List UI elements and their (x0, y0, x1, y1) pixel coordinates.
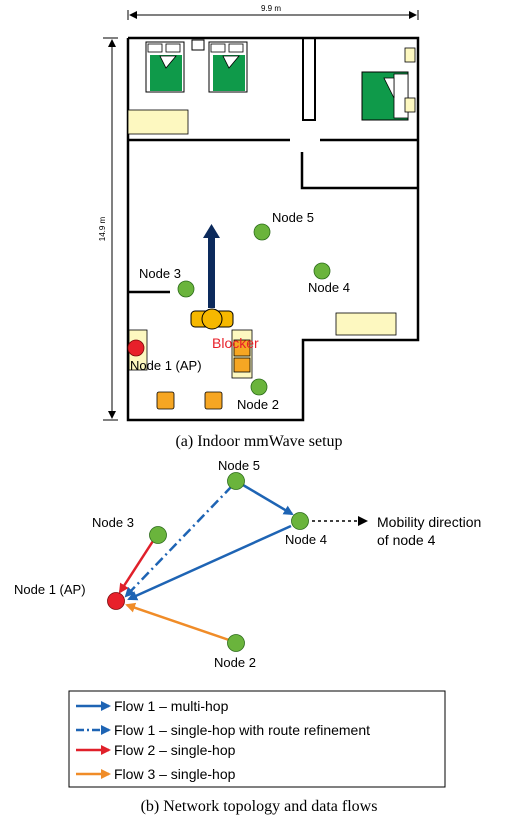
floorplan: 9.9 m 14.9 m (98, 4, 420, 450)
topo-node-2-marker (227, 634, 245, 652)
legend-flow3-label: Flow 3 – single-hop (114, 766, 236, 782)
height-dimension: 14.9 m (98, 37, 118, 421)
floor-node-5-label: Node 5 (272, 210, 314, 225)
floor-node-1-ap-marker (127, 339, 145, 357)
table-right (335, 312, 397, 336)
bed-middle (208, 41, 248, 93)
flow1-hop-4-to-1 (127, 524, 292, 601)
chair-left (156, 391, 175, 410)
topo-node-1-ap-marker (107, 592, 125, 610)
bed-left (145, 41, 185, 93)
floorplan-caption: (a) Indoor mmWave setup (175, 433, 342, 450)
topo-node-5-label: Node 5 (218, 458, 260, 473)
floor-node-3-marker (177, 280, 195, 298)
floor-node-2-marker (250, 378, 268, 396)
legend-flow1-multi-label: Flow 1 – multi-hop (114, 698, 229, 714)
width-dimension: 9.9 m (127, 4, 419, 20)
chair-right (204, 391, 223, 410)
blocker-label: Blocker (212, 335, 259, 351)
legend-flow1-single-label: Flow 1 – single-hop with route refinemen… (114, 722, 370, 738)
blocker-mobility-arrow (203, 224, 220, 308)
floor-node-3-label: Node 3 (139, 266, 181, 281)
topo-node-4-label: Node 4 (285, 532, 327, 547)
floor-node-4-marker (313, 262, 331, 280)
mobility-label-line1: Mobility direction (377, 514, 481, 530)
flow2-link (118, 540, 155, 594)
desk-bedroom (127, 109, 189, 135)
topo-node-1-label: Node 1 (AP) (14, 582, 86, 597)
floor-node-1-label: Node 1 (AP) (130, 358, 202, 373)
legend-flow2-label: Flow 2 – single-hop (114, 742, 236, 758)
walls (126, 36, 420, 422)
legend: Flow 1 – multi-hop Flow 1 – single-hop w… (68, 690, 446, 788)
topo-node-3-marker (149, 526, 167, 544)
nightstand-middle (191, 39, 205, 51)
legend-box (68, 690, 446, 788)
width-label: 9.9 m (261, 4, 281, 13)
flow1-single-hop-link (124, 485, 233, 598)
mobility-label-line2: of node 4 (377, 532, 436, 548)
counter (231, 329, 253, 379)
topology: Node 5 Node 3 Node 4 Node 1 (AP) Node 2 … (14, 458, 481, 670)
topo-node-2-label: Node 2 (214, 655, 256, 670)
bed-right (361, 47, 416, 121)
topo-node-3-label: Node 3 (92, 515, 134, 530)
floor-node-2-label: Node 2 (237, 397, 279, 412)
floor-node-4-label: Node 4 (308, 280, 350, 295)
floor-node-5-marker (253, 223, 271, 241)
flow1-hop-5-to-4 (242, 483, 294, 516)
topo-node-5-marker (227, 472, 245, 490)
height-label: 14.9 m (98, 216, 107, 241)
blocker-person-icon (190, 308, 234, 330)
topology-caption: (b) Network topology and data flows (141, 798, 378, 815)
flow3-link (125, 602, 230, 642)
topo-node-4-marker (291, 512, 309, 530)
